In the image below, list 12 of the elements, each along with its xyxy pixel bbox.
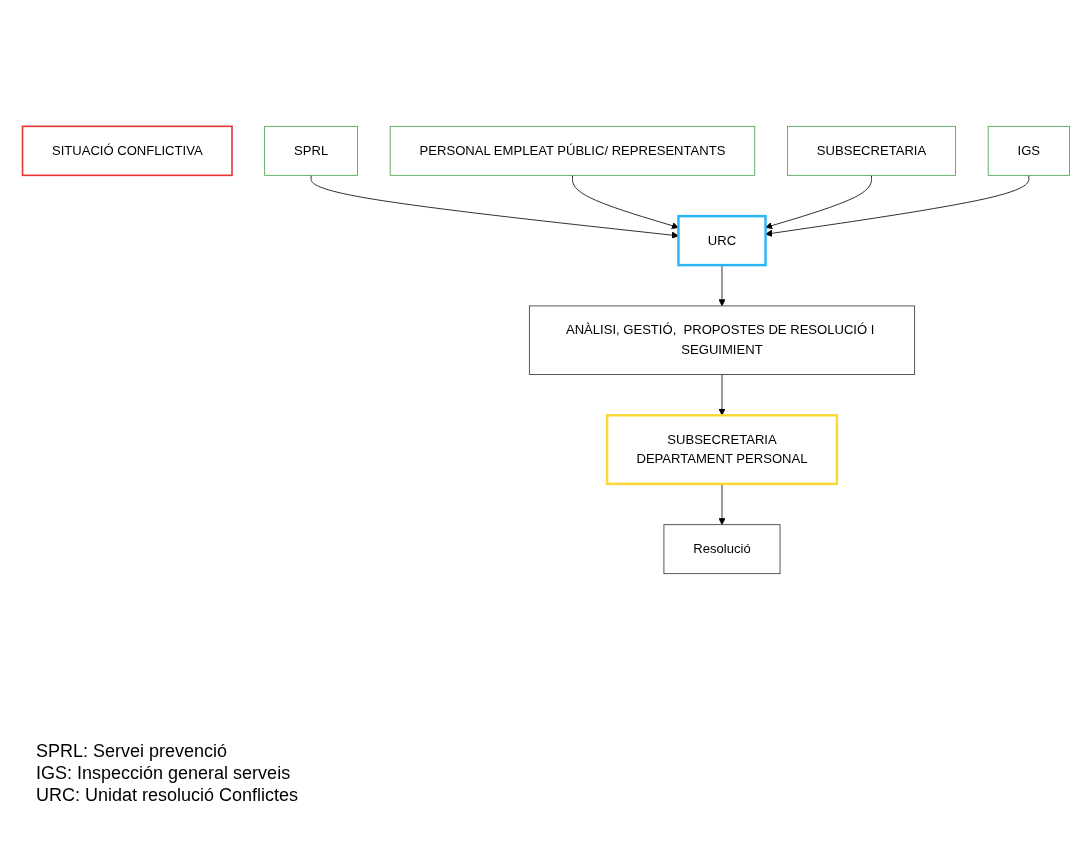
node-box: Resolució bbox=[663, 524, 780, 575]
node-box: SUBSECRETARIA DEPARTAMENT PERSONAL bbox=[605, 414, 838, 486]
node-box: IGS bbox=[987, 125, 1070, 176]
node-box: ANÀLISI, GESTIÓ, PROPOSTES DE RESOLUCIÓ I SEGUIMIENT bbox=[528, 305, 915, 375]
node-box: SITUACIÓ CONFLICTIVA bbox=[21, 125, 233, 177]
node-box: URC bbox=[676, 214, 767, 267]
node-box: PERSONAL EMPLEAT PÚBLIC/ REPRESENTANTS bbox=[389, 125, 755, 176]
abbreviation-note: URC: Unidat resolució Conflictes bbox=[36, 784, 299, 806]
abbreviation-note: SPRL: Servei prevenció bbox=[36, 740, 229, 762]
node-box: SPRL bbox=[263, 125, 358, 176]
abbreviation-note: IGS: Inspección general serveis bbox=[36, 762, 292, 784]
node-box: SUBSECRETARIA bbox=[786, 125, 956, 176]
